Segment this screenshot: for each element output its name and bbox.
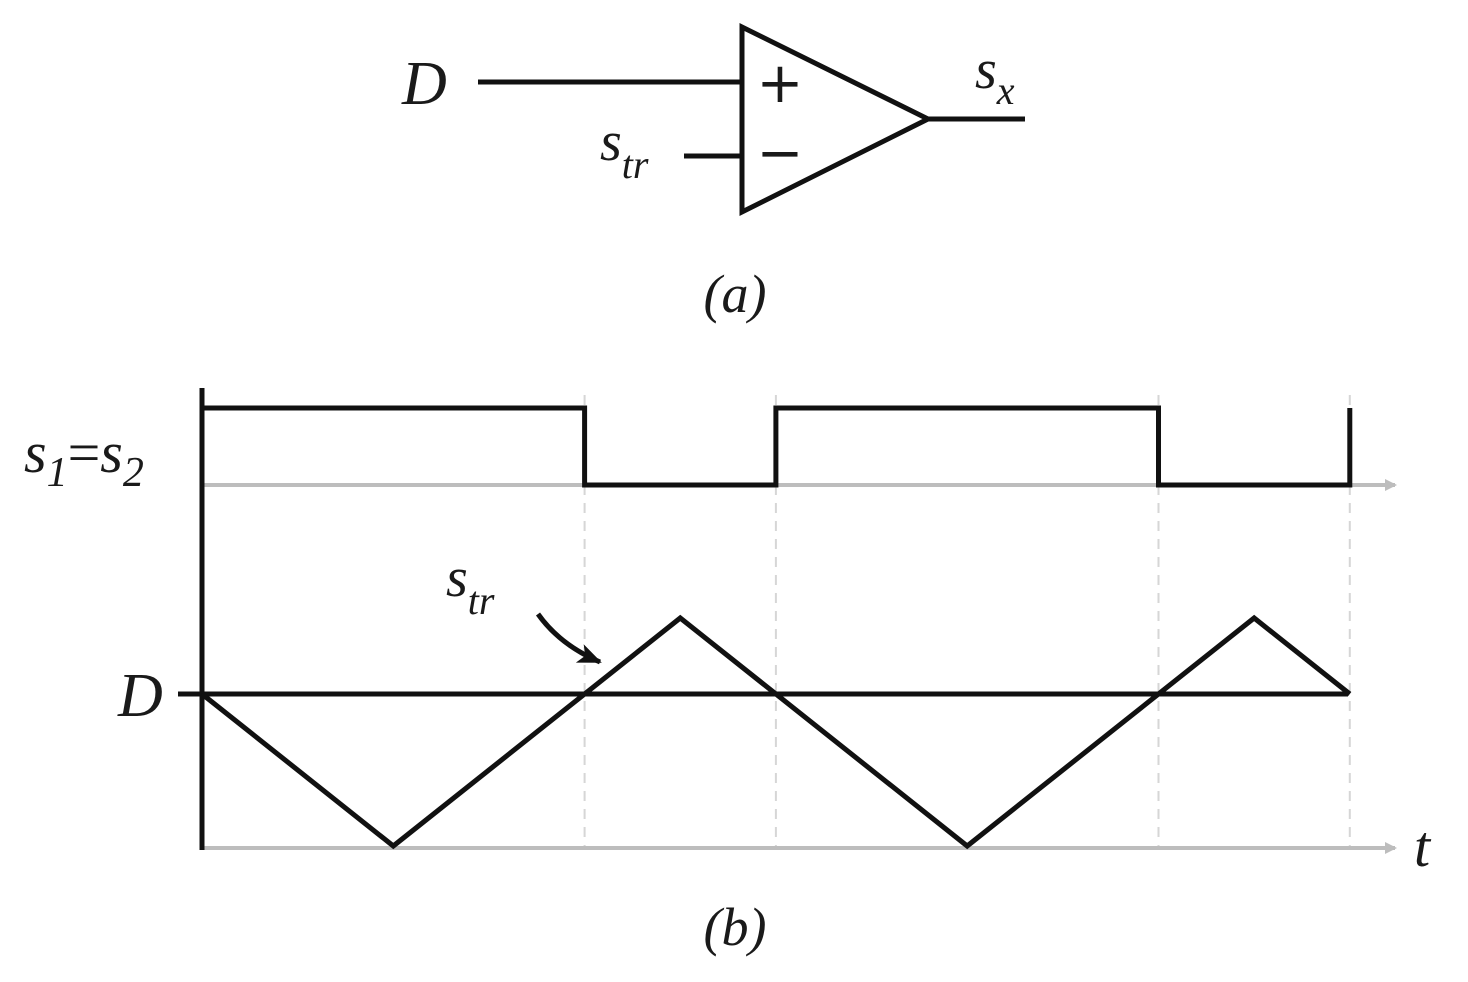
pulse-label-s1-sub: 1 (47, 450, 68, 496)
waveform-panel: s1=s2 D str t (b) (24, 388, 1432, 957)
pulse-label-s1: s (24, 420, 47, 485)
input-str-label: str (600, 111, 649, 187)
d-level-label: D (117, 662, 163, 730)
input-str-base: s (600, 111, 622, 173)
pulse-label-eq: = (68, 420, 101, 485)
pulse-waveform (202, 405, 1353, 488)
output-sx-base: s (975, 39, 997, 101)
comparator-panel: + − D str sx (a) (401, 22, 1025, 324)
pulse-label-s2-sub: 2 (123, 450, 144, 496)
pulse-label: s1=s2 (24, 420, 144, 496)
input-d-label: D (401, 50, 447, 118)
carrier-pointer-arrow (535, 612, 602, 665)
time-label: t (1414, 814, 1432, 879)
comparator-triangle (739, 22, 934, 217)
caption-b: (b) (704, 897, 767, 957)
minus-sign: − (757, 121, 804, 186)
carrier-label-sub: tr (468, 578, 495, 623)
caption-a: (a) (704, 264, 767, 324)
output-sx-sub: x (996, 68, 1015, 113)
switching-guides (583, 395, 1351, 848)
pulse-label-s2: s (100, 420, 123, 485)
plus-sign: + (757, 51, 804, 116)
carrier-label: str (446, 547, 495, 623)
output-sx-label: sx (975, 39, 1015, 113)
carrier-waveform (200, 614, 1352, 850)
input-str-sub: tr (622, 142, 649, 187)
carrier-label-base: s (446, 547, 468, 609)
